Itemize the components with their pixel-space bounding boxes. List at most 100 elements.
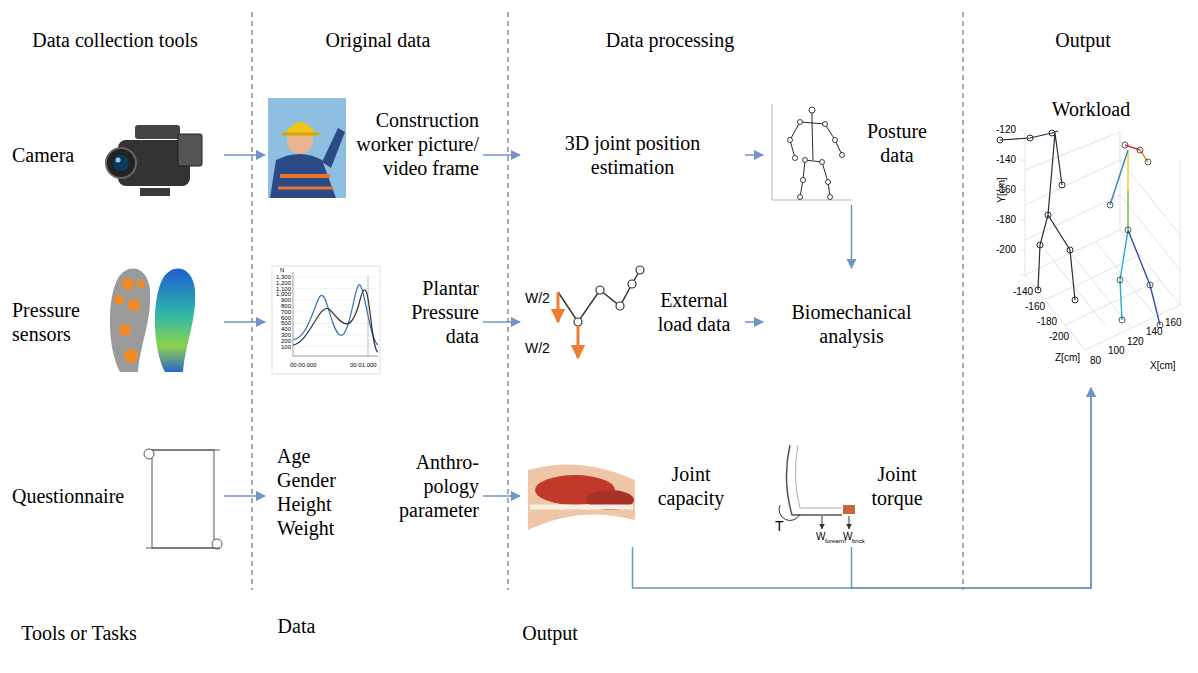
- workload-plot-part-part: [1045, 241, 1160, 327]
- axis-label: -140: [1013, 286, 1033, 298]
- data-document: Joint capacity: [520, 432, 745, 560]
- column-divider-part: [963, 12, 964, 590]
- workload-plot-part-part: [1140, 150, 1148, 162]
- camcorder-icon-part: [178, 134, 202, 166]
- column-heading: Data processing: [606, 28, 734, 52]
- flow-arrow: [852, 388, 1092, 588]
- posture-figure-part-part: [788, 138, 793, 143]
- data-document: Construction worker picture/ video frame: [265, 92, 483, 218]
- node-label: 3D joint position estimation: [530, 131, 735, 179]
- posture-figure-part-part: [803, 158, 808, 163]
- worker-photo-part: [268, 98, 346, 198]
- label-holder: -140: [996, 154, 1016, 166]
- text-area: Anthro- pology parameter: [377, 438, 479, 534]
- node-shape-outline: [5, 433, 224, 560]
- node-label: Camera: [12, 143, 107, 167]
- worker-photo-part: [322, 128, 345, 168]
- workload-plot-part-part: [1067, 247, 1073, 253]
- node-label: Joint capacity: [642, 462, 740, 510]
- insole-icon-part: [110, 268, 150, 372]
- scroll-icon-part: [144, 449, 154, 459]
- workload-plot-part-part: [997, 137, 1003, 143]
- task-box: Camera: [4, 92, 224, 218]
- node-label: Questionnaire: [12, 484, 150, 508]
- axis-label: 80: [1090, 355, 1101, 367]
- label-holder: 100: [281, 344, 291, 351]
- node-shape-outline: [266, 93, 483, 212]
- posture-figure-part-part: [833, 138, 838, 143]
- workload-plot-part-part: [1072, 297, 1078, 303]
- node-shape-outline: [266, 259, 483, 380]
- label-holder: W/2: [525, 290, 550, 307]
- flow-arrow: [483, 154, 520, 156]
- worker-photo-part: [280, 174, 330, 178]
- workload-plot-part: [1110, 145, 1160, 325]
- axis-label: brick: [852, 538, 865, 545]
- text-area: Output: [464, 600, 636, 666]
- pressure-chart-part-part: [293, 323, 378, 324]
- flow-arrow: [745, 154, 763, 156]
- axis-label: 100: [281, 344, 291, 351]
- axis-label: -120: [996, 124, 1016, 136]
- workload-plot-part-part: [1117, 277, 1123, 283]
- camcorder-icon-part: [113, 155, 129, 171]
- camcorder-icon-part: [106, 148, 136, 178]
- label-holder: 120: [1127, 336, 1144, 348]
- posture-figure-part-part: [823, 122, 828, 127]
- flow-arrow: [224, 321, 265, 323]
- workload-plot-part-part: [1147, 282, 1153, 288]
- column-divider-part: [252, 12, 253, 590]
- text-area: Joint torque: [859, 438, 935, 534]
- node-label: Plantar Pressure data: [381, 276, 479, 348]
- insole-icon-part: [155, 268, 195, 372]
- label-holder: 00:00.000: [290, 362, 317, 369]
- pressure-chart-part: [293, 290, 378, 352]
- insole-icon: [110, 268, 195, 372]
- axis-label: -180: [1037, 316, 1057, 328]
- axis-label: -160: [1025, 301, 1045, 313]
- workload-plot-part-part: [1025, 230, 1180, 350]
- text-area: Pressure sensors: [12, 268, 102, 376]
- camcorder-icon: [105, 100, 205, 210]
- axis-label: 100: [1108, 345, 1125, 357]
- workload-plot-part-part: [1059, 182, 1065, 188]
- column-divider-part: [508, 12, 509, 590]
- load-diagram-part: [574, 266, 644, 326]
- axis-label: Y[cm]: [996, 177, 1008, 203]
- node-shape-outline: [266, 433, 483, 554]
- axis-label: X[cm]: [1150, 360, 1176, 372]
- workload-plot-part-part: [1025, 132, 1180, 270]
- legend-swatch-outline: [461, 601, 640, 666]
- axis-label: T: [775, 518, 784, 535]
- workload-plot-part: [1020, 130, 1180, 350]
- legend-text: Data: [209, 614, 384, 638]
- workload-plot-part: [1107, 142, 1163, 328]
- workload-plot-part-part: [1119, 317, 1125, 323]
- node-label: Anthro- pology parameter: [377, 450, 479, 522]
- node-shape-outline: [521, 433, 745, 554]
- label-holder: -160: [1025, 301, 1045, 313]
- camcorder-icon-part: [105, 100, 205, 210]
- output-box: Workload: [986, 88, 1196, 388]
- label-holder: 140: [1146, 326, 1163, 338]
- label-holder: Y[cm]: [996, 177, 1008, 203]
- posture-figure: [768, 98, 856, 206]
- legend-item: Tools or Tasks: [4, 600, 154, 666]
- axis-label: 160: [1165, 317, 1182, 329]
- flow-arrow: [224, 154, 265, 156]
- scroll-icon-part: [152, 450, 214, 548]
- torque-diagram-part: [849, 516, 850, 529]
- label-holder: Data collection tools: [32, 28, 198, 52]
- posture-figure-part: [788, 107, 845, 200]
- node-label: Posture data: [859, 119, 935, 167]
- legend-item: Output: [460, 600, 640, 666]
- workload-plot-part-part: [1122, 142, 1128, 148]
- data-document: Anthro- pology parameterAge Gender Heigh…: [265, 432, 483, 560]
- text-area: Biomechanical analysis: [771, 276, 932, 372]
- task-box: Biomechanical analysis: [763, 268, 940, 380]
- legend-swatch-outline: [206, 601, 388, 662]
- label-holder: -120: [996, 124, 1016, 136]
- text-area: Questionnaire: [12, 442, 150, 550]
- node-shape-outline: [987, 89, 1196, 388]
